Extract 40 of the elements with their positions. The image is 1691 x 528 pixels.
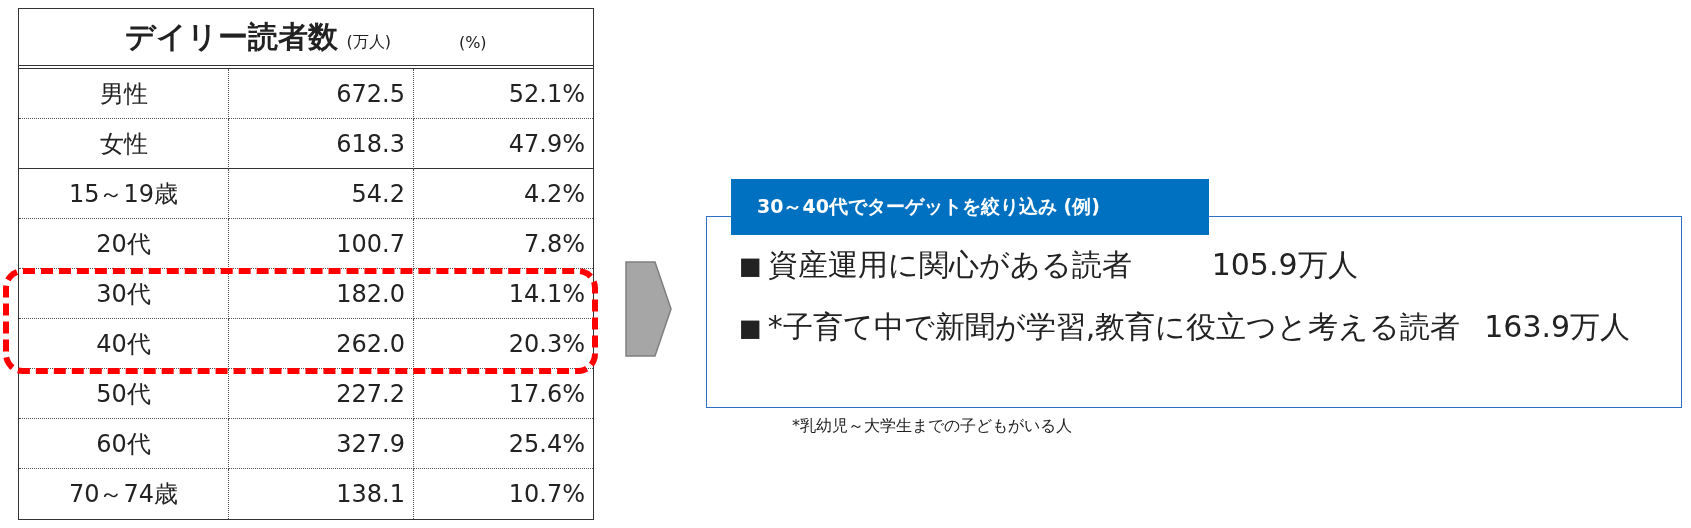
table-cell: 618.3: [229, 119, 414, 169]
table-cell: 4.2%: [414, 169, 593, 219]
table-cell: 7.8%: [414, 219, 593, 269]
table-cell: 262.0: [229, 319, 414, 369]
row-header-cell: 15～19歳: [19, 169, 229, 219]
row-header-cell: 40代: [19, 319, 229, 369]
row-header-cell: 70～74歳: [19, 469, 229, 519]
unit-label: (%): [458, 32, 487, 52]
table-cell: 52.1%: [414, 69, 593, 119]
reader-count: 163.9万人: [1484, 308, 1631, 346]
table-cell: 47.9%: [414, 119, 593, 169]
unit-label: (万人): [346, 31, 391, 53]
table-cell: 182.0: [229, 269, 414, 319]
dashed-highlight-box: [3, 268, 598, 374]
square-bullet: ■: [739, 251, 762, 280]
footnote: *乳幼児～大学生までの子どもがいる人: [792, 416, 1072, 437]
row-header-cell: 30代: [19, 269, 229, 319]
segment-text: *子育て中で新聞が学習,教育に役立つと考える読者: [767, 308, 1461, 346]
table-cell: 100.7: [229, 219, 414, 269]
row-header-cell: 50代: [19, 369, 229, 419]
table-cell: 138.1: [229, 469, 414, 519]
table-title: デイリー読者数: [125, 17, 339, 56]
table-cell: 20.3%: [414, 319, 593, 369]
row-header-cell: 20代: [19, 219, 229, 269]
panel-heading: 30～40代でターゲットを絞り込み (例): [731, 179, 1209, 235]
table-cell: 25.4%: [414, 419, 593, 469]
table-cell: 672.5: [229, 69, 414, 119]
row-header-cell: 男性: [19, 69, 229, 119]
table-cell: 14.1%: [414, 269, 593, 319]
table-cell: 227.2: [229, 369, 414, 419]
reader-count: 105.9万人: [1211, 246, 1358, 284]
table-cell: 327.9: [229, 419, 414, 469]
segment-text: 資産運用に関心がある読者: [767, 246, 1132, 284]
chevron-arrow: [625, 261, 672, 357]
table-cell: 17.6%: [414, 369, 593, 419]
square-bullet: ■: [739, 313, 762, 342]
row-header-cell: 60代: [19, 419, 229, 469]
table-cell-text: 10.7%: [507, 479, 586, 510]
row-header-cell: 女性: [19, 119, 229, 169]
table-cell: 54.2: [229, 169, 414, 219]
